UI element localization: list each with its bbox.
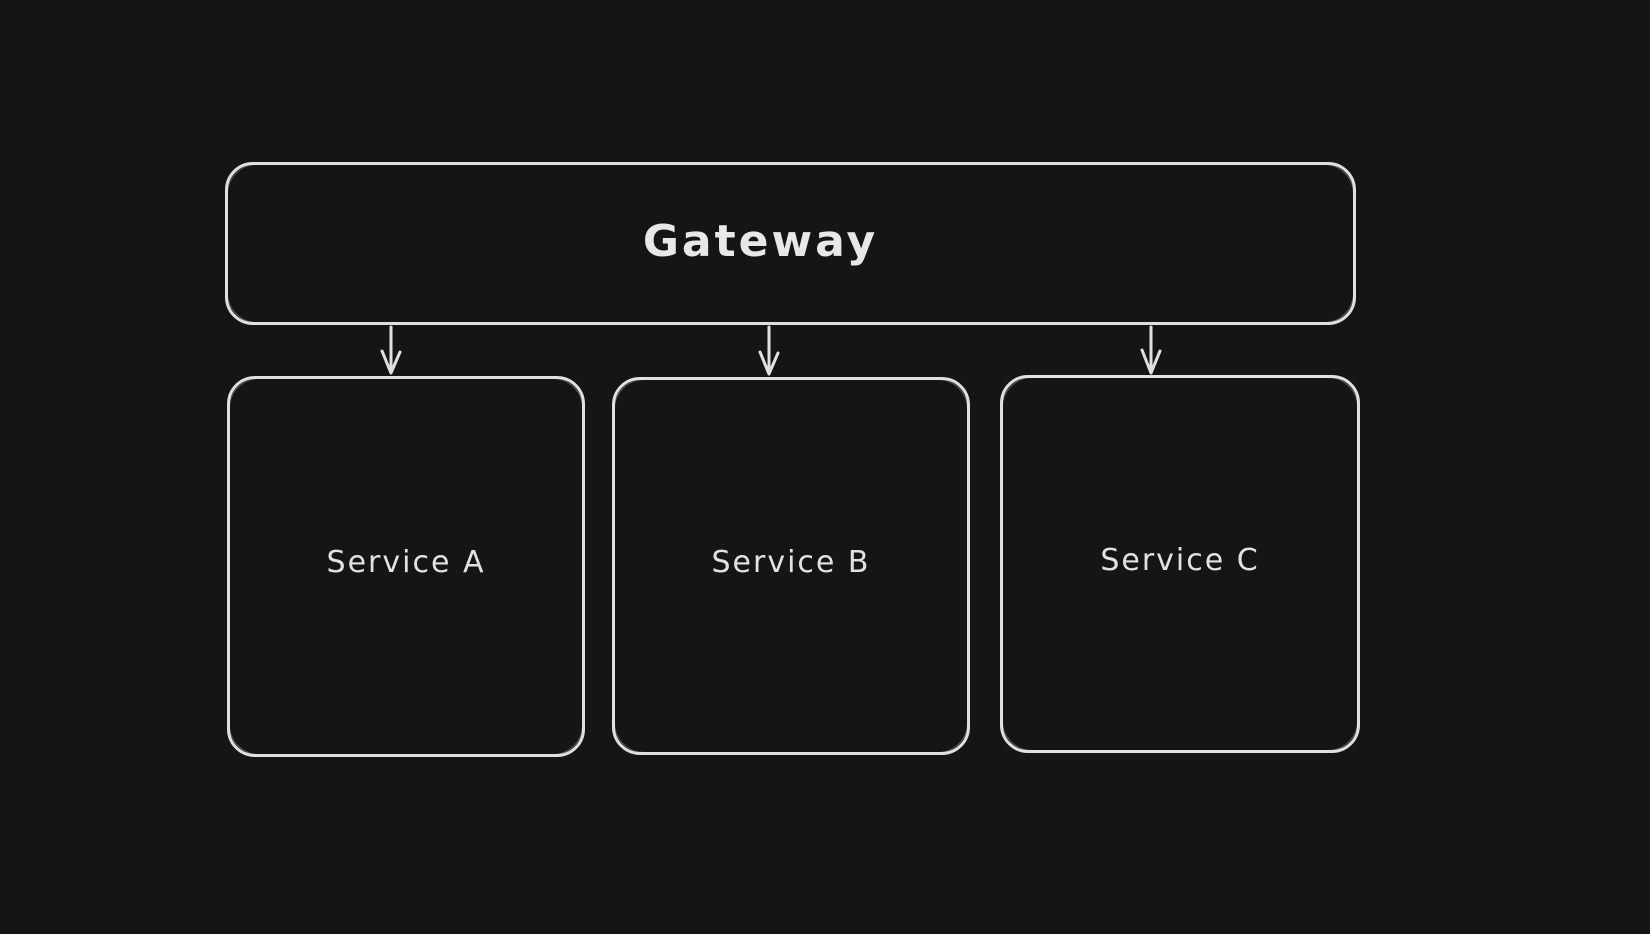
node-service-b-label: Service B	[711, 544, 871, 580]
node-service-a-label: Service A	[326, 545, 486, 580]
arrow-gateway-to-service-b[interactable]	[758, 325, 780, 376]
node-service-a[interactable]: Service A	[227, 376, 585, 757]
node-service-c-label: Service C	[1100, 542, 1260, 578]
node-gateway-label: Gateway	[642, 216, 879, 267]
arrow-gateway-to-service-a[interactable]	[380, 325, 402, 375]
node-gateway[interactable]: Gateway	[225, 162, 1356, 325]
node-service-c[interactable]: Service C	[1000, 375, 1360, 753]
arrow-gateway-to-service-c[interactable]	[1140, 325, 1162, 375]
node-service-b[interactable]: Service B	[612, 377, 970, 755]
